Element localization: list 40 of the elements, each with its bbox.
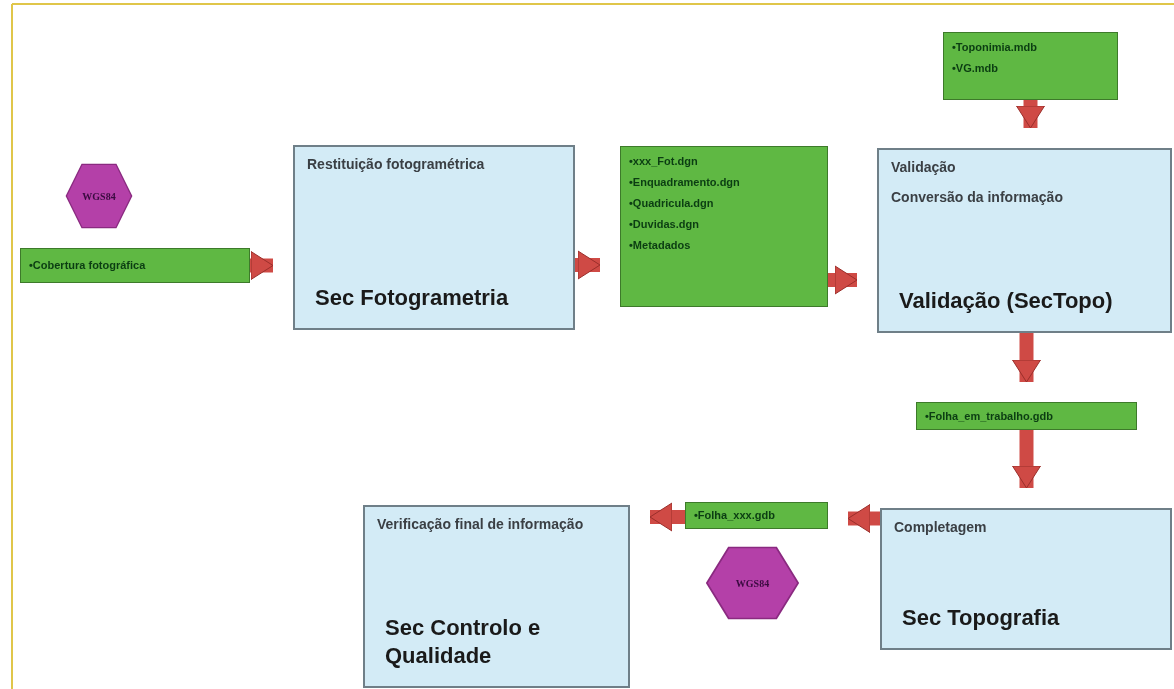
file-box [916,402,1137,430]
box-subtitle: Conversão da informação [891,188,1064,206]
file-name: •Toponimia.mdb [952,41,1038,54]
file-name: •Enquadramento.dgn [629,176,741,189]
block-arrow [575,250,601,280]
block-arrow [1016,100,1045,129]
box-subtitle: Completagem [894,518,988,536]
process-box [293,145,575,330]
box-subtitle: Verificação final de informação [377,515,585,533]
file-name: •VG.mdb [952,62,1000,75]
block-arrow [649,502,685,532]
hexagon [65,163,133,229]
file-name: •xxx_Fot.dgn [629,155,699,168]
box-title: Sec Fotogrametria [314,284,510,312]
box-title: Sec Topografia [901,604,1061,632]
block-arrow [1012,430,1041,489]
block-arrow [250,251,274,280]
process-box [363,505,630,688]
file-box [20,248,250,283]
process-box [877,148,1172,333]
file-box [620,146,828,307]
hexagon-label: WGS84 [735,576,770,591]
hexagon [705,546,800,620]
file-name: •Folha_em_trabalho.gdb [925,409,1054,423]
file-box [943,32,1118,100]
file-box [685,502,828,529]
hexagon-label: WGS84 [82,189,116,204]
box-title: Validação (SecTopo) [898,287,1114,315]
file-name: •Cobertura fotográfica [29,259,147,272]
block-arrow [847,504,880,533]
file-name: •Metadados [629,239,692,252]
box-subtitle: Validação [891,158,957,176]
box-subtitle: Restituição fotogramétrica [307,155,486,173]
file-name: •Folha_xxx.gdb [694,509,776,522]
file-name: •Quadricula.dgn [629,197,715,210]
block-arrow [1012,333,1041,383]
block-arrow [828,265,858,295]
box-title: Sec Controlo e Qualidade [384,614,542,670]
file-name: •Duvidas.dgn [629,218,700,231]
process-box [880,508,1172,650]
